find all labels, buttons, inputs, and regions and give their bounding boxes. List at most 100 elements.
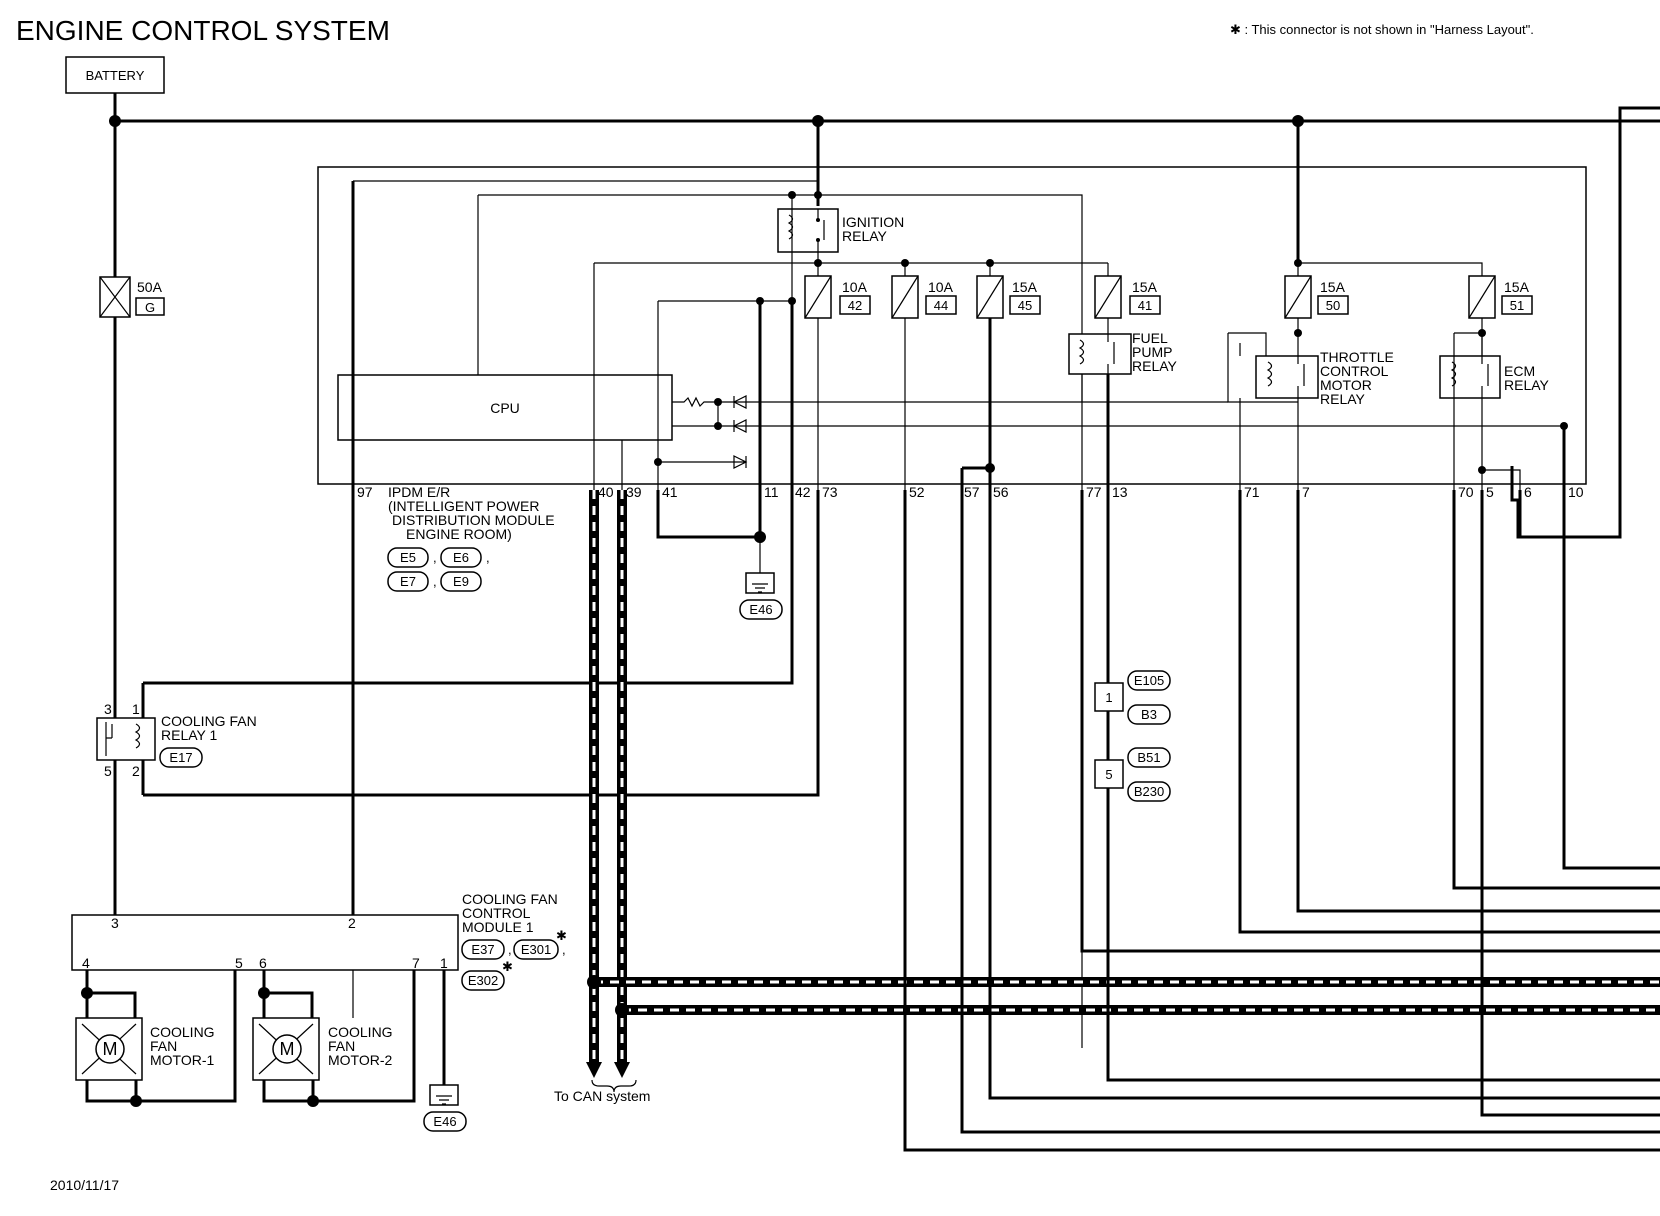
relay-pin: 1 — [132, 701, 140, 717]
throttle-relay-label-2: CONTROL — [1320, 363, 1389, 379]
motor-2-symbol: M — [280, 1039, 295, 1059]
svg-text:✱: ✱ — [556, 928, 567, 943]
pin-label: 73 — [822, 484, 838, 500]
ecm-relay — [1439, 329, 1521, 490]
svg-text:,: , — [433, 574, 437, 589]
relay-pin: 5 — [104, 763, 112, 779]
cooling-fan-relay-1 — [96, 717, 156, 761]
ipdm-name-1: IPDM E/R — [388, 484, 450, 500]
connector-e37: E37 — [471, 942, 494, 957]
ignition-relay-label-1: IGNITION — [842, 214, 904, 230]
pin-label: 5 — [1486, 484, 1494, 500]
fuse-51: 15A 51 — [1298, 262, 1533, 356]
ipdm-box — [317, 166, 1587, 485]
svg-text:,: , — [508, 942, 512, 957]
ignition-relay — [777, 208, 839, 253]
cooling-fan-motor-2: M — [252, 970, 416, 1107]
module-pin: 2 — [348, 915, 356, 931]
outgoing-wires — [903, 426, 1660, 1152]
pin-label: 57 — [964, 484, 980, 500]
cpu-signal-lines — [654, 395, 1568, 469]
pin-label: 39 — [626, 484, 642, 500]
connector-e302: E302 — [468, 973, 498, 988]
junction-dot — [109, 115, 121, 127]
throttle-relay-label-1: THROTTLE — [1320, 349, 1394, 365]
fuse-50-number: 50 — [1326, 298, 1340, 313]
cpu-label: CPU — [490, 400, 520, 416]
module-label-2: CONTROL — [462, 905, 531, 921]
svg-text:,: , — [486, 550, 490, 565]
cooling-fan-relay-label-2: RELAY 1 — [161, 727, 218, 743]
main-fuse-rating: 50A — [137, 279, 163, 295]
pin-label: 7 — [1302, 484, 1310, 500]
motor-2-label-1: COOLING — [328, 1024, 393, 1040]
connector-e17-box — [159, 747, 203, 768]
page-title: ENGINE CONTROL SYSTEM — [16, 15, 390, 46]
connector-e105: E105 — [1134, 673, 1164, 688]
ipdm-pin-labels: 97 40 39 41 11 42 73 52 57 56 77 13 71 7… — [357, 484, 1584, 500]
ipdm-name-4: ENGINE ROOM) — [406, 526, 512, 542]
ipdm-name-2: (INTELLIGENT POWER — [388, 498, 539, 514]
module-pin: 6 — [259, 955, 267, 971]
module-pin: 5 — [235, 955, 243, 971]
relay-pin: 2 — [132, 763, 140, 779]
pin-label: 40 — [598, 484, 614, 500]
can-system-label: To CAN system — [554, 1088, 650, 1104]
fuse-45-rating: 15A — [1012, 279, 1038, 295]
inline-connector-1: 1 E105 B3 — [1094, 670, 1171, 725]
ground-wire — [656, 301, 762, 539]
fuse-45: 15A 45 — [976, 263, 1041, 490]
connector-note: ✱ : This connector is not shown in "Harn… — [1230, 22, 1534, 37]
fuse-41-rating: 15A — [1132, 279, 1158, 295]
pin-label: 97 — [357, 484, 373, 500]
motor-2-label-2: FAN — [328, 1038, 355, 1054]
pin-label: 71 — [1244, 484, 1260, 500]
fuse-51-number: 51 — [1510, 298, 1524, 313]
throttle-relay-label-4: RELAY — [1320, 391, 1366, 407]
fuse-42-number: 42 — [848, 298, 862, 313]
ground-label-module: E46 — [433, 1114, 456, 1129]
fuse-41: 15A 41 — [1094, 263, 1161, 334]
motor-1-label-3: MOTOR-1 — [150, 1052, 215, 1068]
ecm-relay-label-1: ECM — [1504, 363, 1535, 379]
fuse-50-rating: 15A — [1320, 279, 1346, 295]
fuse-42: 10A 42 — [804, 263, 871, 490]
relay-pin: 3 — [104, 701, 112, 717]
module-pin: 1 — [440, 955, 448, 971]
fuse-41-number: 41 — [1138, 298, 1152, 313]
fuel-pump-relay-label-3: RELAY — [1132, 358, 1178, 374]
fuel-pump-relay-label-2: PUMP — [1132, 344, 1172, 360]
throttle-control-motor-relay — [1227, 329, 1319, 490]
main-fuse: 50A G — [99, 276, 165, 318]
throttle-relay-label-3: MOTOR — [1320, 377, 1372, 393]
motor-1-label-1: COOLING — [150, 1024, 215, 1040]
pin-label: 10 — [1568, 484, 1584, 500]
ipdm-name-3: DISTRIBUTION MODULE — [392, 512, 555, 528]
module-pin: 7 — [412, 955, 420, 971]
pin-label: 11 — [764, 484, 779, 500]
relay-coil-wire — [143, 301, 794, 685]
relay-coil-wire — [143, 490, 820, 797]
connector-e6: E6 — [453, 550, 469, 565]
fuel-pump-relay — [1068, 333, 1132, 490]
pin-label: 41 — [662, 484, 678, 500]
ground-symbol-module: E46 — [423, 970, 467, 1132]
fuse-44-rating: 10A — [928, 279, 954, 295]
svg-text:,: , — [433, 550, 437, 565]
pin-label: 13 — [1112, 484, 1128, 500]
cooling-fan-relay-label-1: COOLING FAN — [161, 713, 257, 729]
motor-1-label-2: FAN — [150, 1038, 177, 1054]
junction-dot — [814, 191, 822, 199]
module-label-1: COOLING FAN — [462, 891, 558, 907]
ecm-relay-label-2: RELAY — [1504, 377, 1550, 393]
connector-b230: B230 — [1134, 784, 1164, 799]
module-pin: 3 — [111, 915, 119, 931]
connector-b51: B51 — [1137, 750, 1160, 765]
connector-e301: E301 — [521, 942, 551, 957]
main-fuse-id: G — [145, 300, 155, 315]
ignition-relay-label-2: RELAY — [842, 228, 888, 244]
svg-text:,: , — [562, 942, 566, 957]
connector-e7: E7 — [400, 574, 416, 589]
fuse-51-rating: 15A — [1504, 279, 1530, 295]
pin-label: 70 — [1458, 484, 1474, 500]
